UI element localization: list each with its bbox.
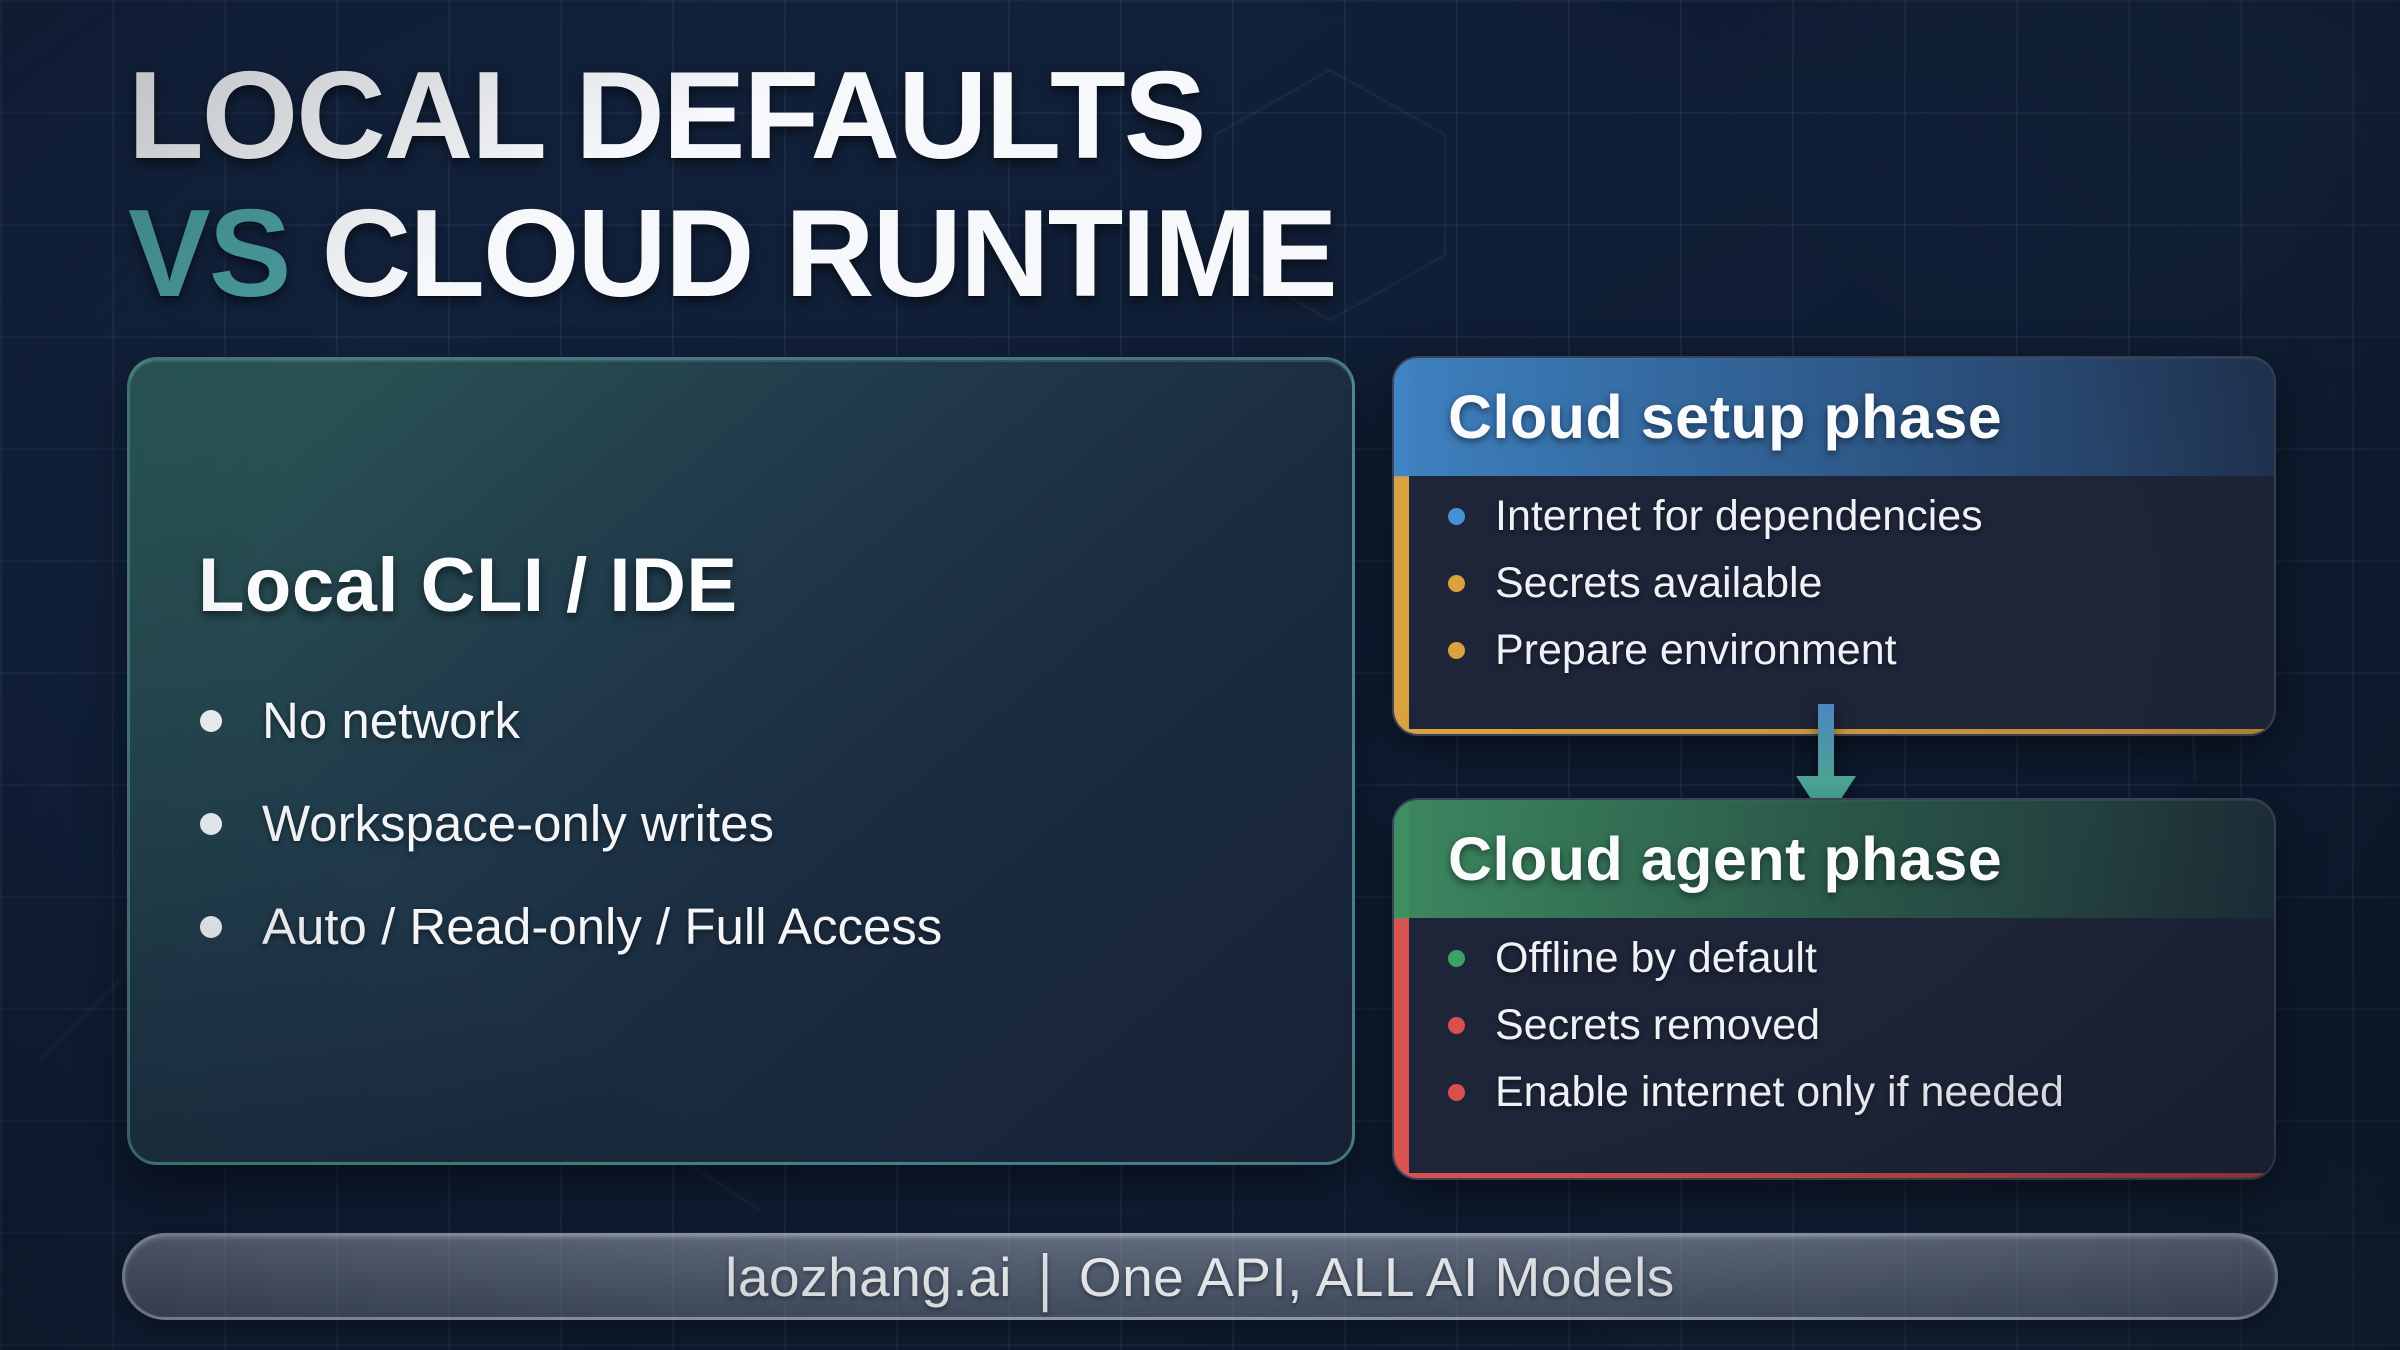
cloud-setup-phase-card: Cloud setup phase Internet for dependenc… <box>1392 356 2276 736</box>
cloud-setup-bullet-list: Internet for dependencies Secrets availa… <box>1394 492 2274 675</box>
title-line2-rest: CLOUD RUNTIME <box>321 184 1338 323</box>
list-item: Internet for dependencies <box>1448 492 2238 541</box>
bullet-text: Secrets available <box>1495 559 1823 607</box>
cloud-agent-phase-card: Cloud agent phase Offline by default Sec… <box>1392 798 2276 1180</box>
bullet-dot-gold <box>1448 575 1465 592</box>
cloud-setup-card-title: Cloud setup phase <box>1448 383 2003 451</box>
footer-separator: | <box>1038 1240 1053 1313</box>
bullet-text: Workspace-only writes <box>262 795 775 852</box>
local-cli-ide-card: Local CLI / IDE No network Workspace-onl… <box>127 357 1355 1165</box>
list-item: Prepare environment <box>1448 626 2238 675</box>
footer-brand-pill: laozhang.ai | One API, ALL AI Models <box>122 1233 2278 1320</box>
cloud-agent-card-title: Cloud agent phase <box>1448 825 2003 893</box>
list-item: No network <box>200 691 1312 750</box>
list-item: Secrets removed <box>1448 1001 2238 1050</box>
local-card-bullet-list: No network Workspace-only writes Auto / … <box>130 691 1352 956</box>
footer-brand: laozhang.ai <box>725 1245 1013 1308</box>
bullet-text: No network <box>262 692 520 749</box>
title-line2-accent: VS <box>128 184 291 323</box>
list-item: Auto / Read-only / Full Access <box>200 897 1312 956</box>
bullet-dot-blue <box>1448 508 1465 525</box>
bullet-text: Auto / Read-only / Full Access <box>262 898 943 955</box>
bullet-dot-gold <box>1448 642 1465 659</box>
bullet-dot-red <box>1448 1084 1465 1101</box>
bullet-dot-white <box>200 812 222 835</box>
list-item: Offline by default <box>1448 934 2238 983</box>
local-card-title: Local CLI / IDE <box>198 543 738 628</box>
bullet-dot-red <box>1448 1017 1465 1034</box>
list-item: Secrets available <box>1448 559 2238 608</box>
bullet-text: Prepare environment <box>1495 626 1897 674</box>
title-line1: LOCAL DEFAULTS <box>128 47 1206 185</box>
bullet-dot-white <box>200 709 222 732</box>
bullet-dot-green <box>1448 950 1465 967</box>
cloud-agent-bullet-list: Offline by default Secrets removed Enabl… <box>1394 934 2274 1117</box>
bullet-text: Enable internet only if needed <box>1495 1068 2064 1116</box>
cloud-agent-card-header: Cloud agent phase <box>1394 800 2274 918</box>
footer-tagline: One API, ALL AI Models <box>1078 1245 1675 1308</box>
bullet-text: Offline by default <box>1495 934 1817 982</box>
cloud-setup-card-header: Cloud setup phase <box>1394 358 2274 476</box>
down-arrow-shaft <box>1818 704 1834 778</box>
bullet-dot-white <box>200 915 222 938</box>
list-item: Enable internet only if needed <box>1448 1068 2238 1117</box>
list-item: Workspace-only writes <box>200 794 1312 853</box>
bullet-text: Secrets removed <box>1495 1001 1821 1049</box>
bullet-text: Internet for dependencies <box>1495 492 1983 540</box>
